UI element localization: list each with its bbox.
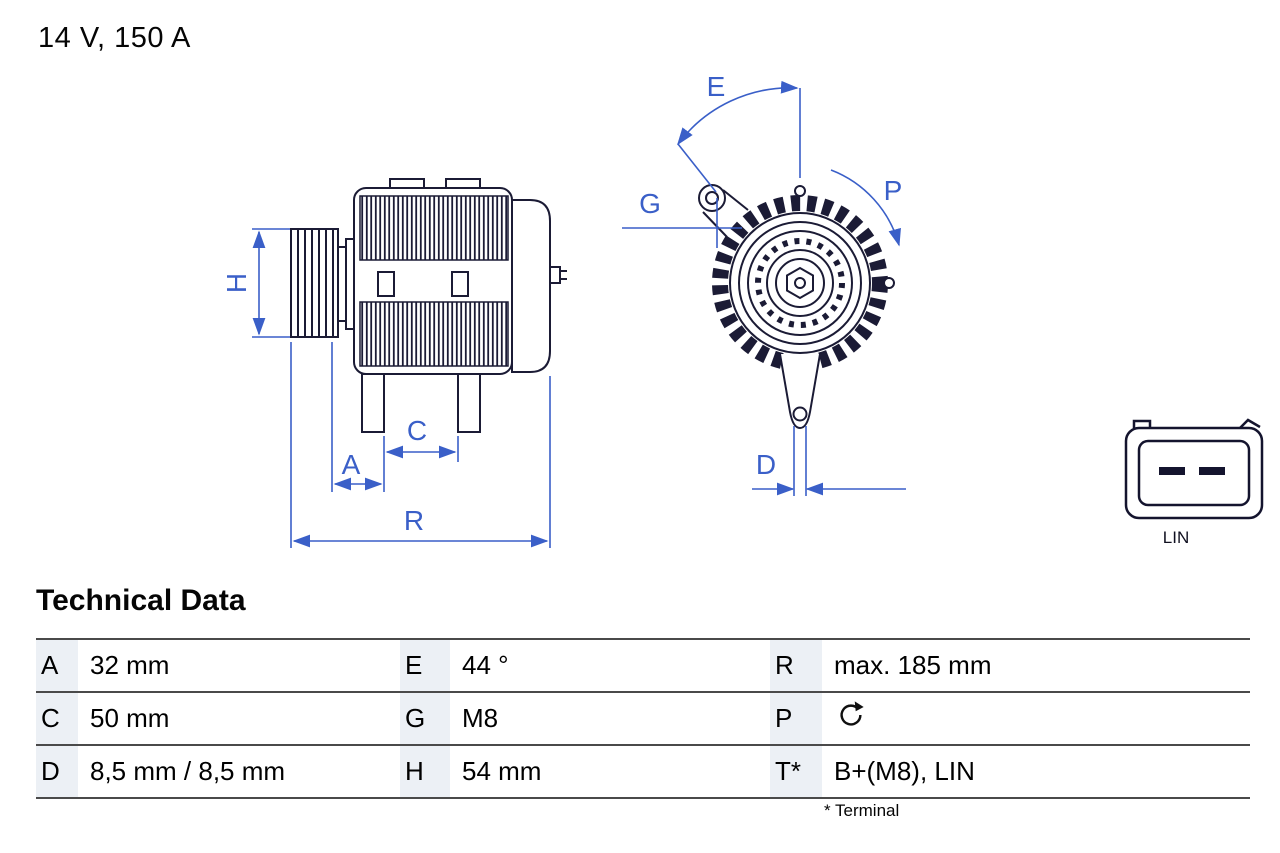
lin-connector-drawing bbox=[1124, 418, 1264, 520]
connector-pin bbox=[1159, 467, 1185, 475]
rotor-slot-ring bbox=[755, 238, 845, 328]
ring-hole bbox=[883, 277, 895, 289]
ring-hole bbox=[794, 185, 806, 197]
fan-blade-ring bbox=[712, 195, 888, 371]
dim-label-d: D bbox=[756, 449, 776, 480]
spec-e-key: E bbox=[400, 640, 450, 693]
through-bolt bbox=[451, 271, 469, 297]
connector-pin bbox=[1199, 467, 1225, 475]
technical-drawing: H A C R E G P D LIN bbox=[221, 71, 1264, 548]
dim-label-h: H bbox=[221, 273, 252, 293]
technical-data-heading: Technical Data bbox=[36, 584, 246, 617]
spec-e-value: 44 ° bbox=[450, 640, 770, 693]
shaft-hex-nut bbox=[786, 266, 814, 300]
dim-label-p: P bbox=[884, 175, 903, 206]
spec-a-key: A bbox=[36, 640, 78, 693]
spec-a-value: 32 mm bbox=[78, 640, 400, 693]
spec-c-key: C bbox=[36, 693, 78, 746]
spec-p-key: P bbox=[770, 693, 822, 746]
spec-d-key: D bbox=[36, 746, 78, 799]
spec-g-key: G bbox=[400, 693, 450, 746]
dim-label-r: R bbox=[404, 505, 424, 536]
mounting-leg bbox=[361, 373, 385, 433]
spec-t-key: T* bbox=[770, 746, 822, 799]
b-plus-terminal bbox=[549, 266, 561, 284]
top-tab bbox=[389, 178, 425, 189]
through-bolt bbox=[377, 271, 395, 297]
alternator-side-view bbox=[290, 178, 567, 433]
dim-label-a: A bbox=[342, 449, 361, 480]
cooling-fins bbox=[359, 301, 509, 367]
dim-label-e: E bbox=[707, 71, 726, 102]
spec-d-value: 8,5 mm / 8,5 mm bbox=[78, 746, 400, 799]
cooling-fins bbox=[359, 195, 509, 261]
page-title: 14 V, 150 A bbox=[38, 22, 191, 54]
alternator-front-view bbox=[698, 184, 895, 430]
terminal-footnote: * Terminal bbox=[824, 801, 900, 820]
dim-label-g: G bbox=[639, 188, 661, 219]
spec-h-value: 54 mm bbox=[450, 746, 770, 799]
top-tab bbox=[445, 178, 481, 189]
spec-c-value: 50 mm bbox=[78, 693, 400, 746]
dimension-labels: H A C R E G P D bbox=[221, 71, 902, 536]
rotation-icon bbox=[836, 700, 866, 737]
connector-label: LIN bbox=[1163, 528, 1189, 547]
spec-h-key: H bbox=[400, 746, 450, 799]
side-view-dimensions bbox=[252, 228, 551, 548]
spec-t-value: B+(M8), LIN bbox=[822, 746, 1250, 799]
bottom-mounting-lug bbox=[779, 353, 821, 430]
spec-r-key: R bbox=[770, 640, 822, 693]
dim-label-c: C bbox=[407, 415, 427, 446]
front-view-dimensions bbox=[622, 80, 906, 496]
spec-p-value bbox=[822, 693, 1250, 746]
mounting-leg bbox=[457, 373, 481, 433]
spec-r-value: max. 185 mm bbox=[822, 640, 1250, 693]
spec-g-value: M8 bbox=[450, 693, 770, 746]
rear-cover bbox=[511, 199, 551, 373]
connector-tab bbox=[1132, 419, 1152, 428]
technical-data-table: A 32 mm E 44 ° R max. 185 mm C 50 mm G M… bbox=[36, 638, 1250, 799]
